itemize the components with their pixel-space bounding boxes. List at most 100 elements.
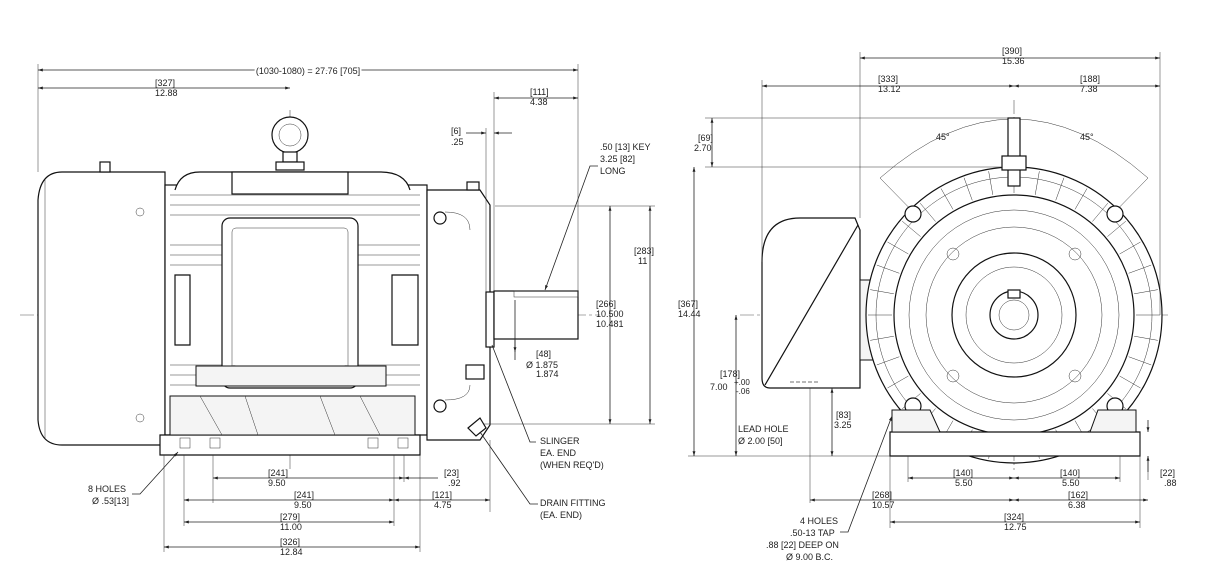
key-note-line2: 3.25 [82] <box>600 154 635 164</box>
holes8-note-line2: Ø .53[13] <box>92 496 129 506</box>
fin-line <box>870 335 894 341</box>
shaft <box>493 290 579 340</box>
lead-hole-line1: LEAD HOLE <box>738 424 789 434</box>
fin-line <box>1092 202 1109 222</box>
dim-241a-mm: [241] <box>268 468 288 478</box>
eyebolt <box>271 116 309 171</box>
dim-333-mm: [333] <box>878 74 898 84</box>
fin-line <box>1074 188 1088 210</box>
dim-48-mm: [48] <box>536 349 551 359</box>
drain-fitting <box>467 417 487 437</box>
drain-note-line1: DRAIN FITTING <box>540 498 606 508</box>
dim-83-in: 3.25 <box>834 420 852 430</box>
dim-48-in-min: 1.874 <box>536 369 559 379</box>
dim-279-mm: [279] <box>280 512 300 522</box>
dim-178-mm: [178] <box>720 369 740 379</box>
dim-188-in: 7.38 <box>1080 84 1098 94</box>
dim-241a-in: 9.50 <box>268 478 286 488</box>
dim-111-in: 4.38 <box>530 97 548 107</box>
fin-line <box>1107 220 1127 237</box>
lifting-lug <box>1007 117 1021 187</box>
dim-333-in: 13.12 <box>878 84 901 94</box>
dim-121-in: 4.75 <box>434 500 452 510</box>
dim-178-tol-minus: -.06 <box>736 387 750 396</box>
dim-140b-in: 5.50 <box>1062 478 1080 488</box>
slinger-note-line2: EA. END <box>540 448 577 458</box>
conduit-box-end <box>761 217 861 389</box>
dim-390-in: 15.36 <box>1002 56 1025 66</box>
dim-140b-mm: [140] <box>1060 468 1080 478</box>
fin-line <box>1128 356 1152 366</box>
dim-6-in: .25 <box>451 137 464 147</box>
dim-111-mm: [111] <box>530 87 549 97</box>
fin-line <box>1034 171 1040 195</box>
dim-266-in-max: 10.500 <box>596 309 624 319</box>
dim-178-in: 7.00 <box>710 382 728 392</box>
dim-283-in: 11 <box>638 256 647 266</box>
fin-line <box>876 356 900 366</box>
dim-121-mm: [121] <box>432 490 452 500</box>
overall-length-label: (1030-1080) = 27.76 [705] <box>256 66 360 76</box>
fin-line <box>988 171 994 195</box>
dim-266-mm: [266] <box>596 299 616 309</box>
dim-241b-mm: [241] <box>294 490 314 500</box>
angle-left-label: 45° <box>936 132 950 142</box>
holes4-line1: 4 HOLES <box>800 516 838 526</box>
dim-268-in: 10.57 <box>872 500 895 510</box>
holes8-note-line1: 8 HOLES <box>88 484 126 494</box>
fan-cover-bolt <box>135 207 145 217</box>
fin-line <box>901 220 921 237</box>
side-view: (1030-1080) = 27.76 [705] [327] 12.88 [1… <box>20 64 655 557</box>
dim-162-mm: [162] <box>1068 490 1088 500</box>
dim-367-in: 14.44 <box>678 309 701 319</box>
foot-holes <box>179 437 409 449</box>
fin-line <box>919 202 936 222</box>
dim-241b-in: 9.50 <box>294 500 312 510</box>
fin-line <box>1055 177 1065 201</box>
dim-178-tol-plus: +.00 <box>734 378 750 387</box>
dim-6-mm: [6] <box>451 126 461 136</box>
fin-line <box>1134 335 1158 341</box>
dim-23-mm: [23] <box>444 468 459 478</box>
holes4-line3: .88 [22] DEEP ON <box>766 540 839 550</box>
dim-69-in: 2.70 <box>694 143 712 153</box>
fan-cover <box>37 171 166 446</box>
top-plate <box>231 171 349 195</box>
conduit-box-side <box>221 217 359 389</box>
dim-83-mm: [83] <box>836 410 851 420</box>
dim-140a-mm: [140] <box>953 468 973 478</box>
fin-line <box>870 289 894 295</box>
shaft-key <box>513 290 579 298</box>
dim-326-mm: [326] <box>280 537 300 547</box>
dim-266-in-min: 10.481 <box>596 319 624 329</box>
dim-140a-in: 5.50 <box>955 478 973 488</box>
dim-22-mm: [22] <box>1160 468 1175 478</box>
dim-324-mm: [324] <box>1004 512 1024 522</box>
base-foot <box>159 434 421 456</box>
dim-23-in: .92 <box>448 478 461 488</box>
dim-283-mm: [283] <box>634 246 654 256</box>
terminal-lower-plate <box>195 365 387 387</box>
fin-line <box>1119 375 1141 389</box>
fin-line <box>963 177 973 201</box>
dim-367-mm: [367] <box>678 299 698 309</box>
dim-327-mm: [327] <box>155 78 175 88</box>
fan-cover-bolt <box>135 413 145 423</box>
drain-note-line2: (EA. END) <box>540 510 582 520</box>
key-note-line3: LONG <box>600 166 626 176</box>
dim-69-mm: [69] <box>698 133 713 143</box>
fin-line <box>887 241 909 255</box>
slinger <box>485 291 495 348</box>
holes4-line2: .50-13 TAP <box>790 528 835 538</box>
dim-22-in: .88 <box>1164 478 1177 488</box>
dim-324-in: 12.75 <box>1004 522 1027 532</box>
dim-188-mm: [188] <box>1080 74 1100 84</box>
fin-line <box>876 264 900 274</box>
fin-line <box>1119 241 1141 255</box>
angle-right-label: 45° <box>1080 132 1094 142</box>
slinger-note-line1: SLINGER <box>540 436 580 446</box>
slinger-note-line3: (WHEN REQ'D) <box>540 460 604 470</box>
dim-327-in: 12.88 <box>155 88 178 98</box>
